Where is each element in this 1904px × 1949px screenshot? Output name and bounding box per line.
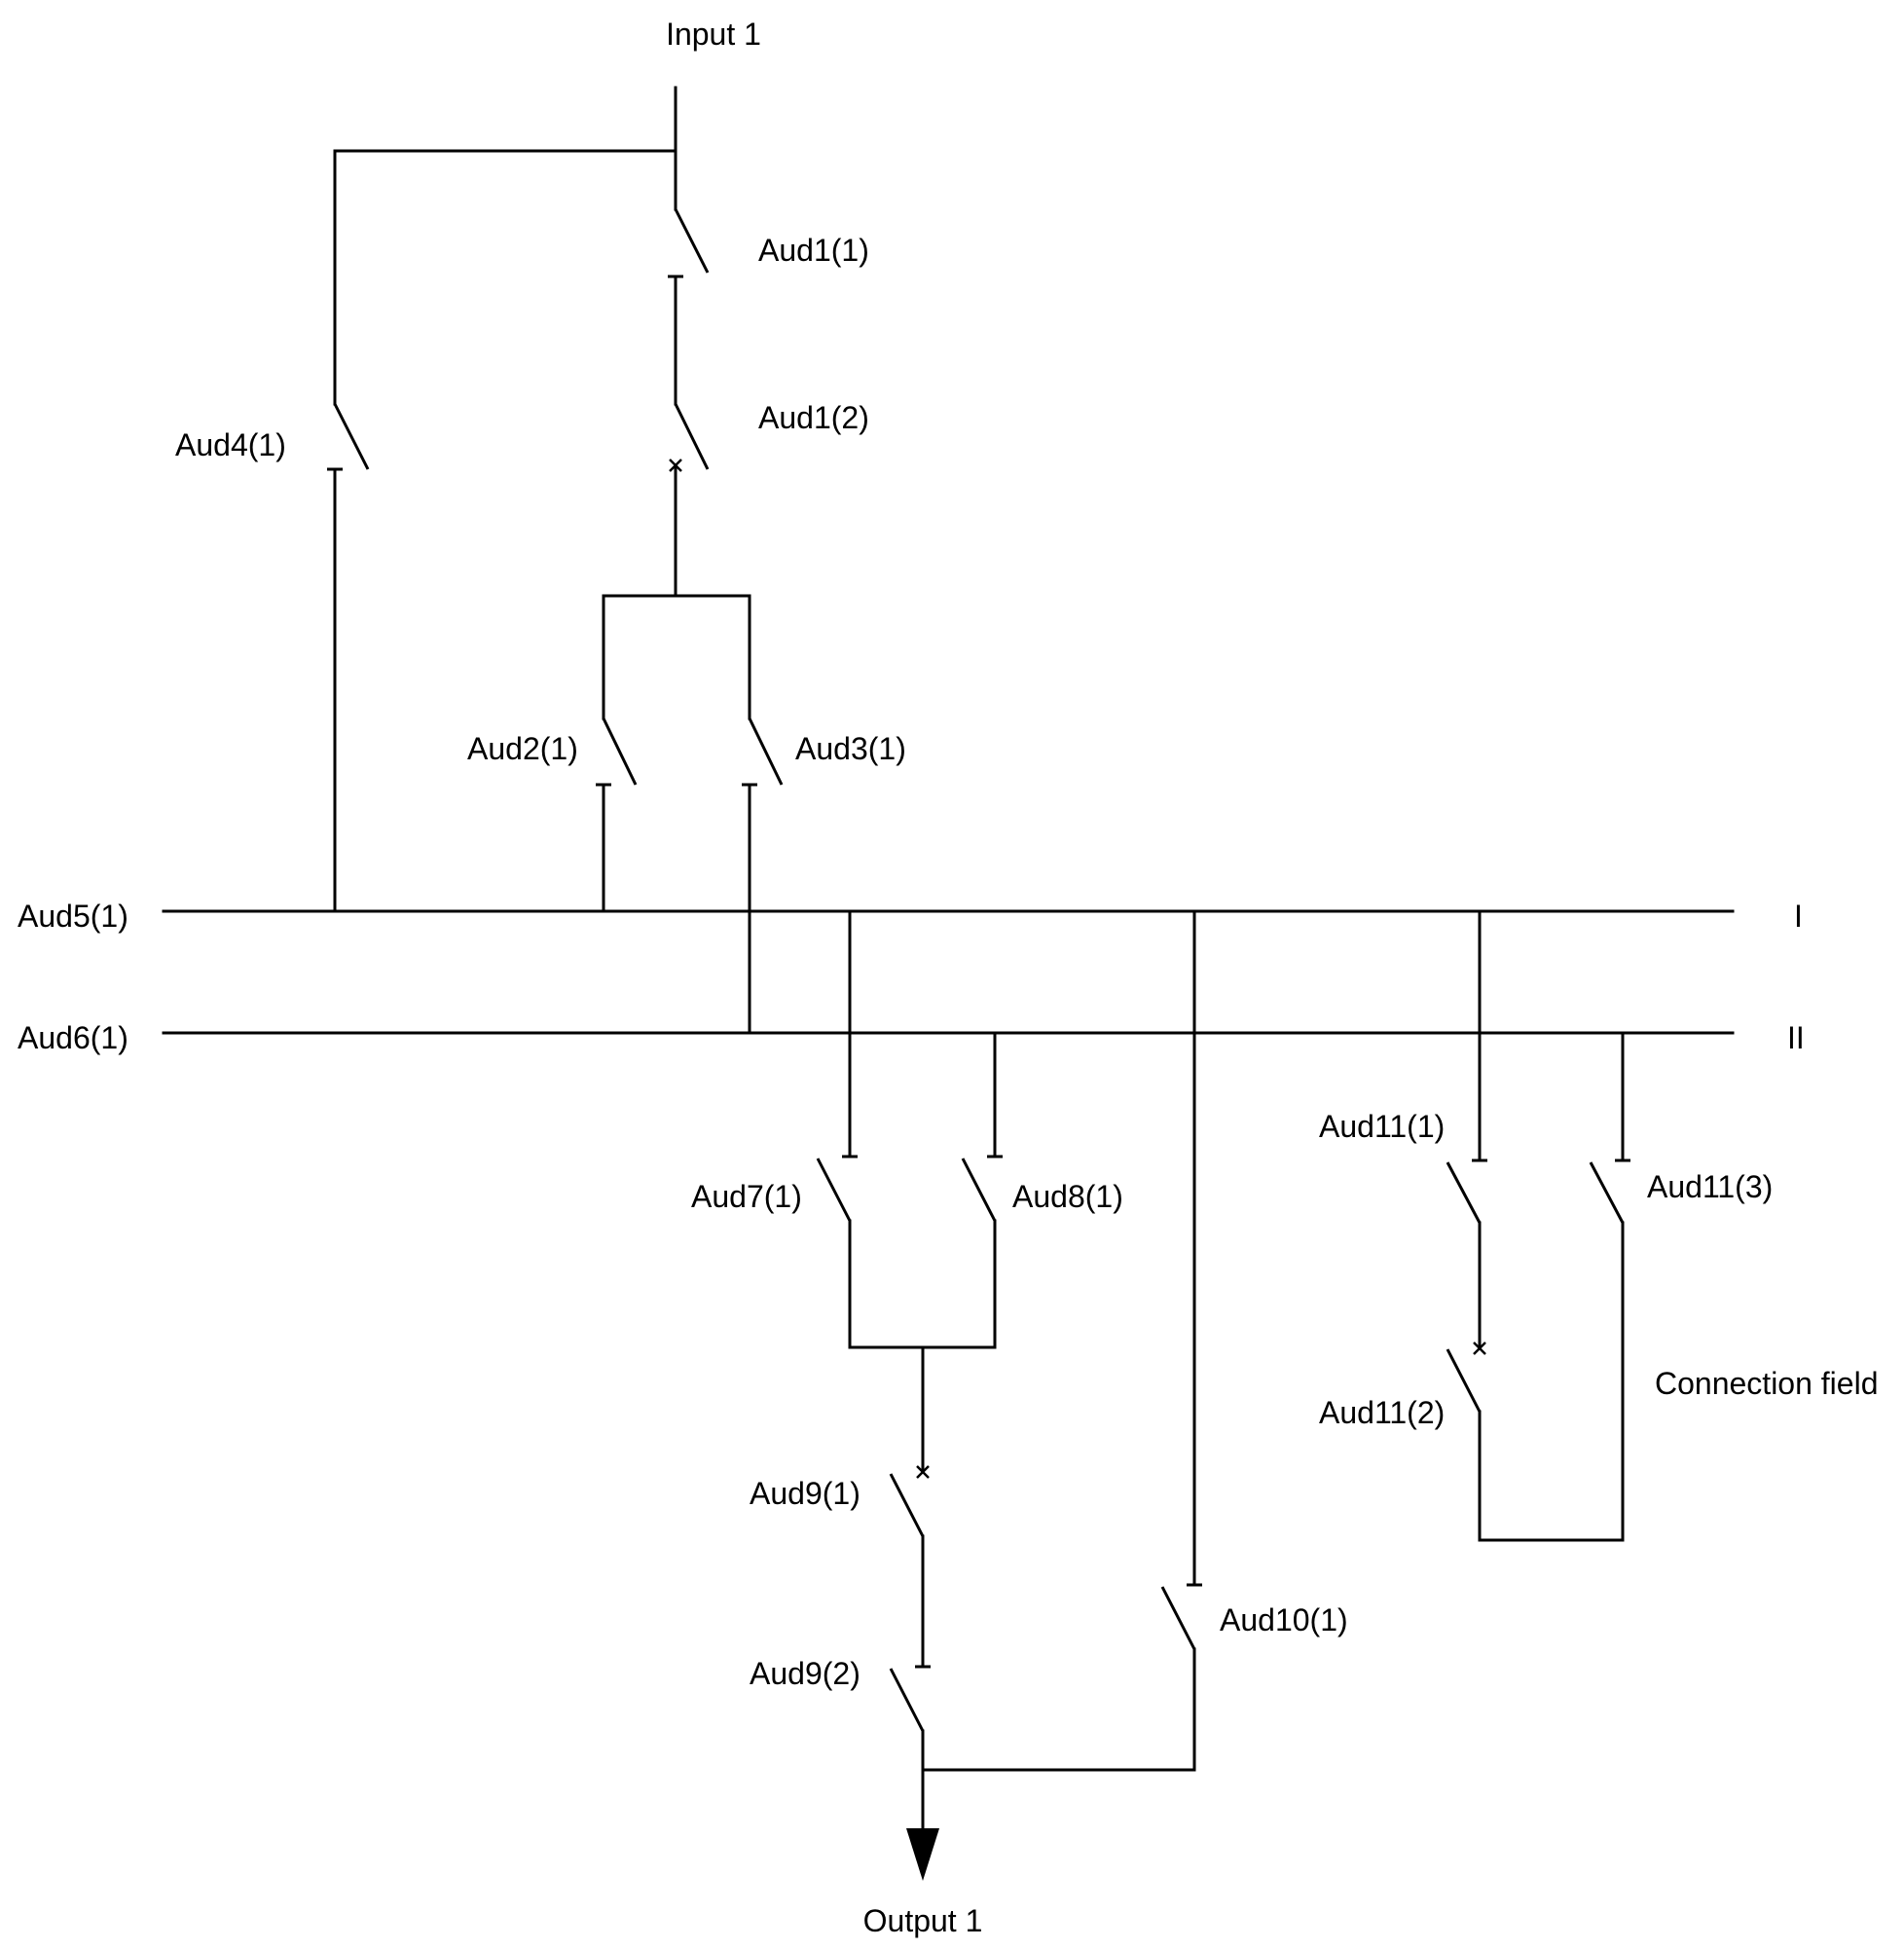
switch-label-aud7-1: Aud7(1) bbox=[691, 1179, 802, 1214]
switch-label-aud3-1: Aud3(1) bbox=[795, 731, 906, 766]
input-label: Input 1 bbox=[666, 17, 761, 52]
busbar-2-roman: II bbox=[1787, 1020, 1805, 1055]
switch-aud3-1 bbox=[742, 717, 784, 787]
busbar-2-name: Aud6(1) bbox=[18, 1020, 128, 1055]
switch-aud10-1 bbox=[1160, 1583, 1202, 1650]
switch-aud7-1 bbox=[816, 1155, 858, 1222]
switch-label-aud9-1: Aud9(1) bbox=[750, 1476, 860, 1511]
busbar-1-roman: I bbox=[1794, 899, 1803, 934]
wires bbox=[162, 86, 1735, 1830]
output-arrow-icon bbox=[906, 1828, 939, 1881]
switch-aud2-1 bbox=[596, 717, 638, 787]
switch-aud11-2 bbox=[1446, 1342, 1486, 1413]
switch-label-aud9-2: Aud9(2) bbox=[750, 1656, 860, 1691]
switch-aud9-2 bbox=[889, 1665, 931, 1732]
busbar-1-name: Aud5(1) bbox=[18, 899, 128, 934]
switch-label-aud10-1: Aud10(1) bbox=[1220, 1602, 1348, 1637]
connection-field-label: Connection field bbox=[1655, 1366, 1878, 1401]
output-label: Output 1 bbox=[863, 1903, 983, 1938]
switch-label-aud11-1: Aud11(1) bbox=[1319, 1109, 1445, 1144]
switch-label-aud11-2: Aud11(2) bbox=[1319, 1395, 1445, 1430]
switch-aud9-1 bbox=[889, 1465, 930, 1537]
switch-aud1-2 bbox=[669, 403, 710, 472]
switch-aud1-1 bbox=[668, 208, 710, 278]
switch-aud11-3 bbox=[1589, 1158, 1630, 1224]
switch-aud11-1 bbox=[1446, 1158, 1487, 1224]
switch-aud8-1 bbox=[961, 1155, 1003, 1222]
switch-label-aud1-2: Aud1(2) bbox=[758, 400, 869, 435]
switch-aud4-1 bbox=[327, 403, 370, 471]
switch-label-aud2-1: Aud2(1) bbox=[467, 731, 578, 766]
switch-label-aud11-3: Aud11(3) bbox=[1647, 1169, 1773, 1204]
switch-label-aud4-1: Aud4(1) bbox=[175, 427, 286, 462]
switch-label-aud1-1: Aud1(1) bbox=[758, 233, 869, 268]
switch-label-aud8-1: Aud8(1) bbox=[1012, 1179, 1123, 1214]
